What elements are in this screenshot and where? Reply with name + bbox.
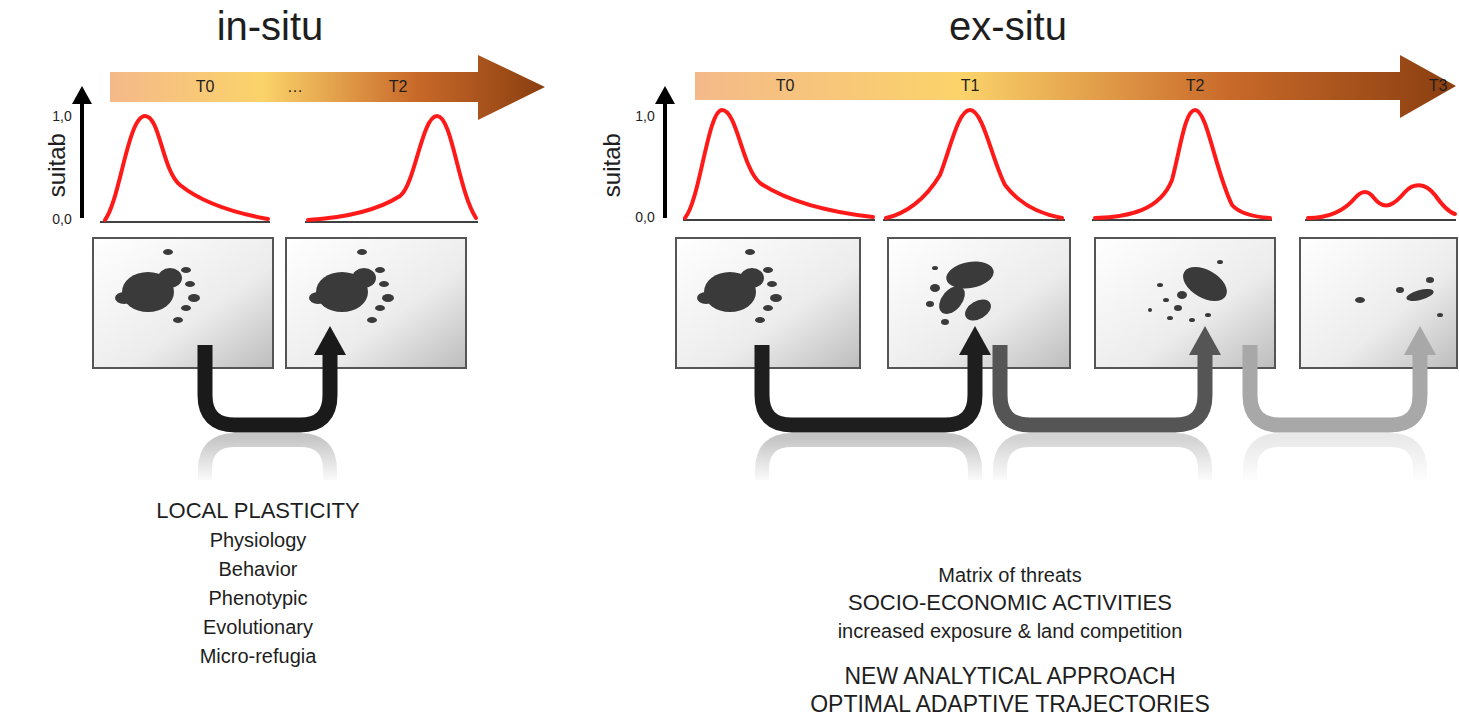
suitability-curve — [105, 110, 1455, 220]
list-item: Phenotypic — [209, 587, 308, 609]
list-item: Micro-refugia — [200, 645, 317, 667]
time-label: T2 — [1186, 77, 1205, 95]
transition-arrow — [205, 345, 1420, 425]
threat-note: Matrix of threats — [938, 564, 1081, 586]
approach-heading: NEW ANALYTICAL APPROACH — [844, 664, 1175, 689]
time-label: T3 — [1429, 77, 1448, 95]
axis-value: 1,0 — [52, 109, 71, 124]
time-label: … — [287, 78, 303, 96]
axis-label: suitab — [44, 133, 70, 197]
axis-label: suitab — [599, 133, 625, 197]
time-label: T0 — [776, 77, 795, 95]
list-item: Behavior — [219, 558, 298, 580]
list-item: Evolutionary — [203, 616, 313, 638]
axis-value: 1,0 — [635, 109, 654, 124]
time-arrow — [695, 55, 1456, 118]
threat-note: increased exposure & land competition — [838, 620, 1183, 642]
panel-title: in-situ — [217, 4, 324, 48]
time-arrow — [110, 55, 545, 120]
time-label: T1 — [961, 77, 980, 95]
time-label: T0 — [196, 78, 215, 96]
panel-title: ex-situ — [949, 4, 1067, 48]
list-heading: LOCAL PLASTICITY — [156, 499, 359, 523]
threat-heading: SOCIO-ECONOMIC ACTIVITIES — [848, 591, 1172, 615]
time-label: T2 — [389, 78, 408, 96]
list-item: Physiology — [210, 529, 307, 551]
axis-value: 0,0 — [635, 210, 654, 225]
axis-value: 0,0 — [52, 212, 71, 227]
approach-heading: OPTIMAL ADAPTIVE TRAJECTORIES — [810, 692, 1210, 717]
